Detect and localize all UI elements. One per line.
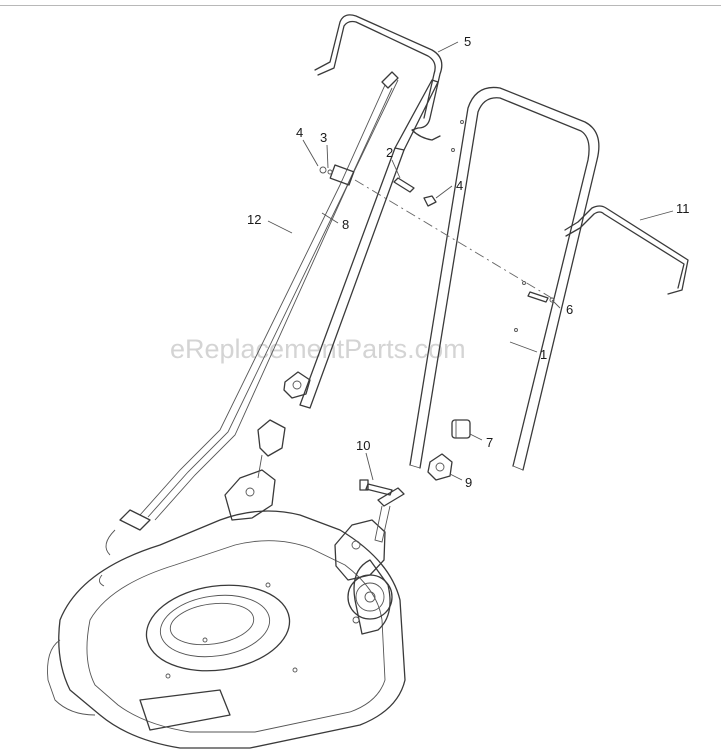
control-bail-part-5	[314, 14, 443, 141]
lower-handle-part-1	[409, 86, 600, 471]
callout-6: 6	[566, 302, 573, 317]
nut-part-4-right	[423, 195, 437, 207]
callout-11: 11	[676, 201, 690, 216]
knob-part-9	[427, 453, 453, 481]
callout-8: 8	[342, 217, 349, 232]
leader-lines	[267, 41, 674, 481]
callout-5: 5	[464, 34, 471, 49]
left-height-bracket	[224, 419, 286, 521]
callout-1: 1	[540, 347, 547, 362]
wire-part-11	[564, 205, 689, 295]
callout-9: 9	[465, 475, 472, 490]
pin-part-6	[527, 291, 555, 303]
callout-2: 2	[386, 145, 393, 160]
right-height-bracket	[334, 487, 405, 635]
spacer-part-7	[451, 419, 471, 439]
callout-labels: 5 4 3 2 4 11 12 8 6 1 7 10 9	[247, 34, 690, 490]
callout-10: 10	[356, 438, 370, 453]
cable-bracket-part-3	[319, 164, 355, 186]
upper-handle-left-tube	[299, 79, 439, 409]
callout-4-b: 4	[456, 178, 463, 193]
watermark: eReplacementParts.com	[170, 334, 466, 364]
cable-part-12	[99, 71, 399, 587]
bolt-part-2	[393, 177, 415, 193]
callout-7: 7	[486, 435, 493, 450]
bolt-part-10	[359, 479, 393, 496]
mower-deck	[47, 510, 406, 749]
knob-left	[283, 371, 311, 399]
centerline	[354, 179, 556, 301]
callout-4-a: 4	[296, 125, 303, 140]
callout-12: 12	[247, 212, 261, 227]
callout-3: 3	[320, 130, 327, 145]
top-border	[0, 0, 721, 6]
